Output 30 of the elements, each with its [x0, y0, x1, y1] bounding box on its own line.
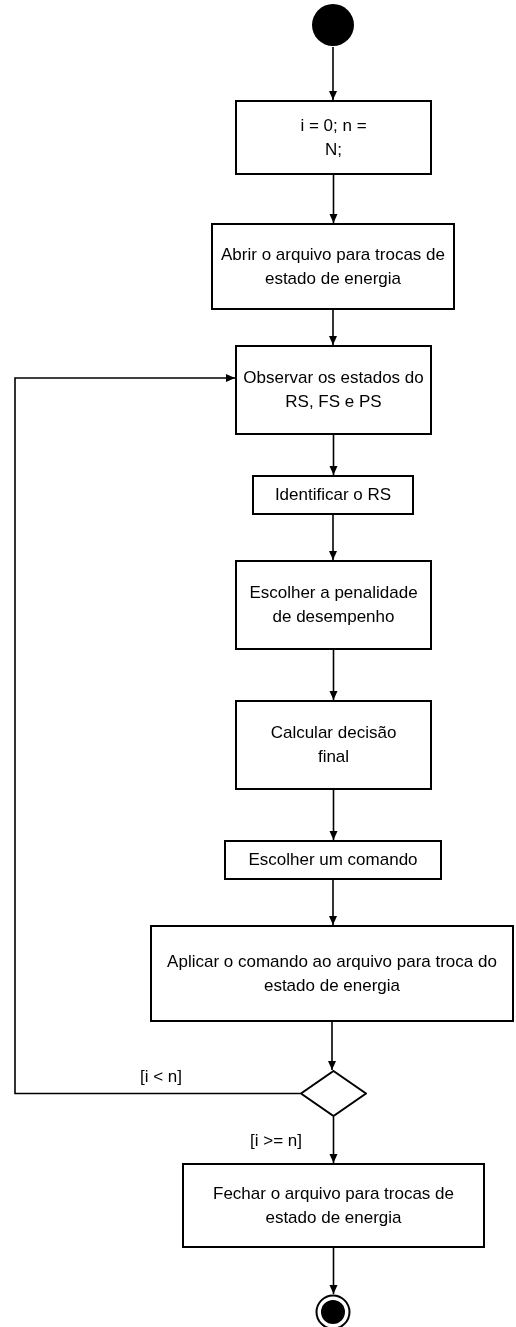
arrow — [329, 1247, 338, 1295]
process-box — [235, 560, 432, 650]
step-text: Escolher a penalidade de desempenho — [248, 582, 419, 628]
arrow — [14, 374, 301, 1095]
arrow — [329, 1116, 338, 1164]
arrow — [329, 46, 337, 101]
arrow — [329, 174, 338, 224]
step-text: i = 0; n = N; — [299, 114, 368, 161]
arrow — [329, 514, 337, 561]
process-box — [211, 223, 455, 310]
process-box — [150, 925, 514, 1022]
arrow — [329, 879, 337, 926]
arrow — [328, 1021, 336, 1071]
arrow — [329, 309, 337, 346]
process-box — [235, 100, 432, 175]
step-text: Calcular decisão final — [269, 722, 398, 768]
process-box — [235, 700, 432, 790]
step-text: Observar os estados do RS, FS e PS — [242, 367, 425, 413]
arrow — [329, 789, 338, 841]
step-text: Identificar o RS — [274, 484, 392, 506]
step-text: Escolher um comando — [248, 849, 418, 871]
process-box — [182, 1163, 485, 1248]
arrow — [329, 649, 338, 701]
process-box — [224, 840, 442, 880]
process-box — [235, 345, 432, 435]
step-text: Abrir o arquivo para trocas de estado de energia — [220, 243, 446, 290]
step-text: Aplicar o comando ao arquivo para troca do estado de energia — [166, 950, 498, 997]
arrow — [329, 434, 338, 476]
process-box — [252, 475, 414, 515]
step-text: Fechar o arquivo para trocas de estado de energia — [212, 1182, 455, 1229]
